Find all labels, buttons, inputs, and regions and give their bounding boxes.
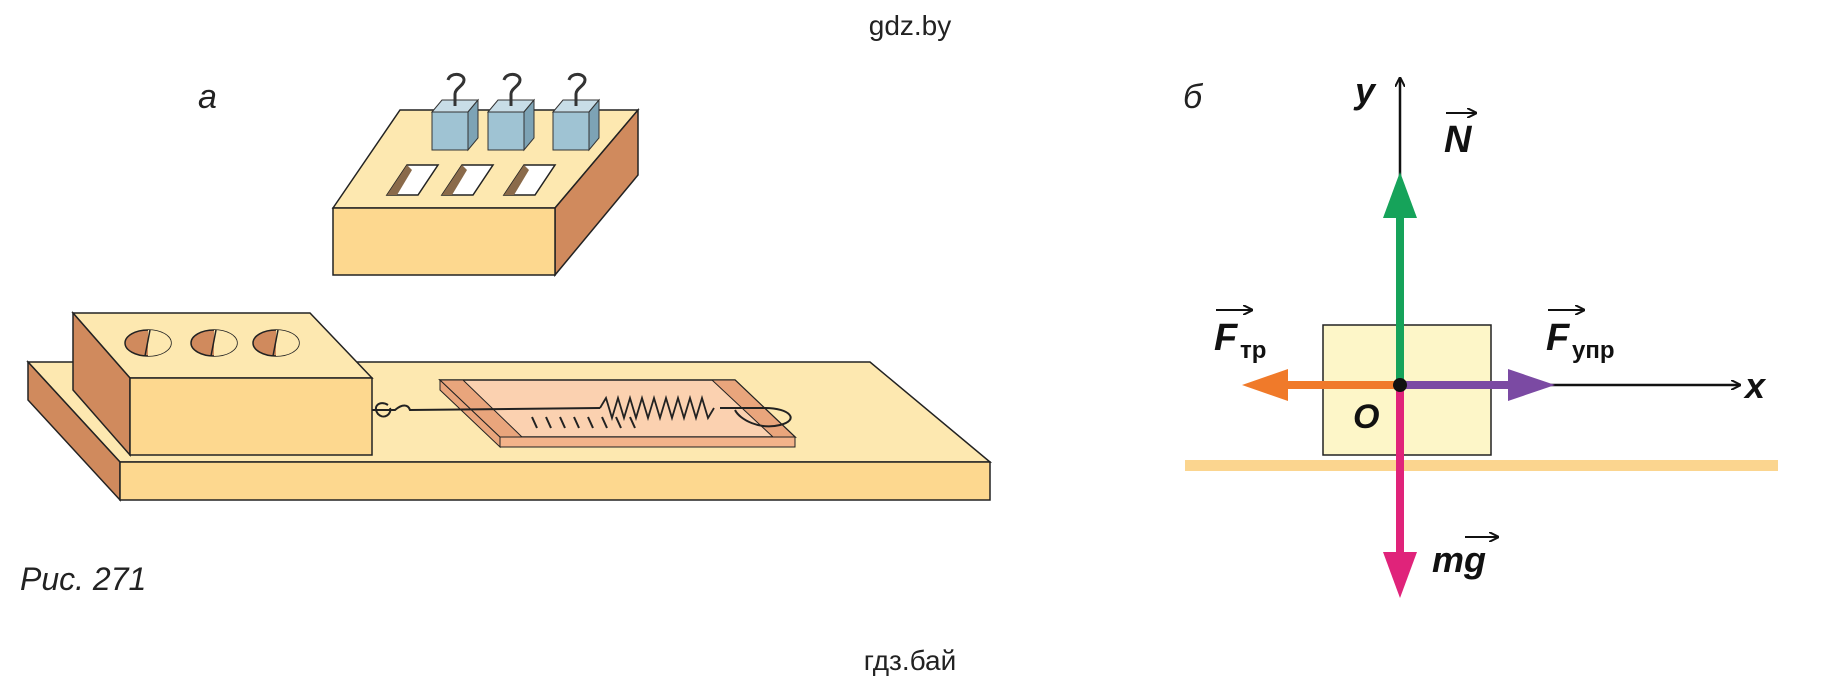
svg-text:упр: упр <box>1572 337 1615 364</box>
panel-b-label: б <box>1183 78 1204 116</box>
axis-y-label: y <box>1353 70 1377 111</box>
label-normal: N <box>1444 113 1476 161</box>
weight-1 <box>430 72 480 152</box>
figure-caption: Рис. 271 <box>20 561 146 597</box>
dynamometer-scale <box>531 416 636 429</box>
origin-label: O <box>1353 398 1379 436</box>
weight-2 <box>486 72 536 152</box>
thread <box>372 404 601 412</box>
force-friction-vector <box>1242 369 1400 401</box>
svg-text:F: F <box>1546 317 1571 359</box>
wooden-block <box>71 311 374 457</box>
weight-slot <box>502 164 557 196</box>
watermark-top: gdz.by <box>869 10 952 41</box>
axis-x-label: x <box>1743 365 1767 406</box>
label-elastic: F упр <box>1546 310 1615 364</box>
block-hole <box>190 329 238 357</box>
force-normal-vector <box>1383 172 1417 385</box>
block-hole <box>252 329 300 357</box>
origin-point <box>1393 378 1407 392</box>
weight-slot <box>440 164 495 196</box>
weight-3 <box>551 72 601 152</box>
surface <box>1185 460 1778 471</box>
svg-text:F: F <box>1214 317 1239 359</box>
block-hole <box>124 329 172 357</box>
force-elastic-vector <box>1400 369 1555 401</box>
label-gravity: mg <box>1432 537 1498 580</box>
weight-slot <box>385 164 440 196</box>
body-block <box>1322 324 1492 456</box>
svg-text:mg: mg <box>1432 539 1486 580</box>
watermark-bottom: гдз.бай <box>864 645 957 676</box>
label-friction: F тр <box>1214 310 1266 364</box>
weights-box <box>331 72 640 278</box>
panel-a-label: а <box>198 78 217 116</box>
svg-text:N: N <box>1444 119 1473 161</box>
svg-text:тр: тр <box>1240 337 1266 364</box>
force-gravity-vector <box>1383 385 1417 598</box>
dynamometer <box>372 378 797 449</box>
dynamometer-spring <box>599 394 715 422</box>
